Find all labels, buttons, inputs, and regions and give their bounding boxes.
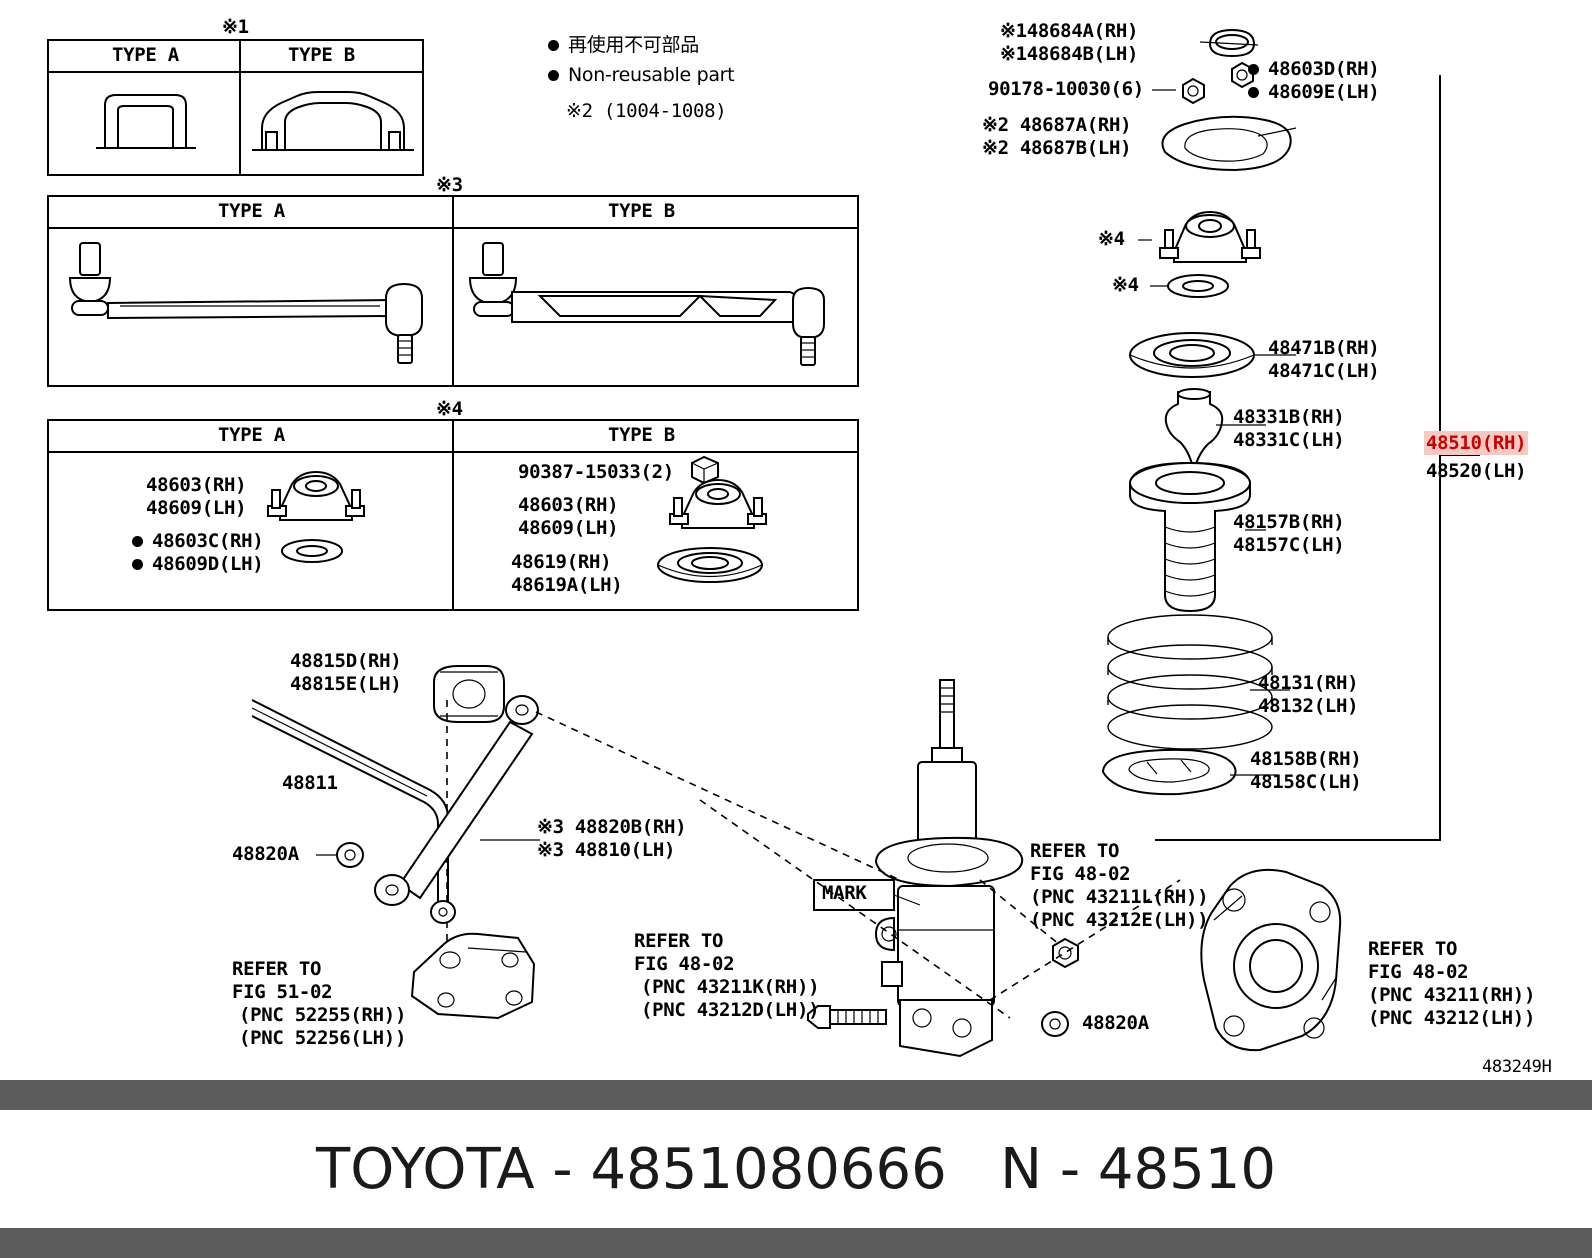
- refer-51-02-line3: (PNC 52255(RH)): [239, 1004, 407, 1026]
- table1-col-a: TYPE A: [112, 44, 179, 66]
- label-mark4-support: ※4: [1098, 228, 1125, 250]
- refer-48-02-r-line2: FIG 48-02: [1368, 961, 1469, 983]
- footer-gap: [947, 1137, 1000, 1202]
- t4-b-part2-1: 48619(RH): [511, 551, 612, 573]
- refer-51-02-line4: (PNC 52256(LH)): [239, 1027, 407, 1049]
- refer-48-02-l-line4: (PNC 43212E(LH)): [1030, 909, 1209, 931]
- brand-name: TOYOTA: [316, 1136, 535, 1202]
- label-48684b: ※148684B(LH): [1000, 43, 1139, 65]
- label-48811: 48811: [282, 772, 338, 794]
- label-mark4-washer: ※4: [1112, 274, 1139, 296]
- refer-48-02-k-line4: (PNC 43212D(LH)): [641, 999, 820, 1021]
- highlight-text: 48510(RH): [1424, 431, 1529, 455]
- footer-sep-2: -: [1042, 1136, 1098, 1202]
- label-48158c: 48158C(LH): [1250, 771, 1362, 793]
- label-48687b: ※2 48687B(LH): [982, 137, 1132, 159]
- label-48820b: ※3 48820B(RH): [537, 816, 687, 838]
- refer-51-02-line2: FIG 51-02: [232, 981, 333, 1003]
- table3-col-a: TYPE A: [218, 200, 285, 222]
- label-48510-highlight: 48510(RH): [1424, 431, 1529, 455]
- table1-col-b: TYPE B: [288, 44, 355, 66]
- label-48520: 48520(LH): [1426, 460, 1527, 482]
- footer-title: TOYOTA - 4851080666 N - 48510: [316, 1137, 1276, 1202]
- refer-48-02-r-line4: (PNC 43212(LH)): [1368, 1007, 1536, 1029]
- table4-col-a: TYPE A: [218, 424, 285, 446]
- nonreusable-bullet-icon: [132, 536, 143, 547]
- refer-48-02-l-line2: FIG 48-02: [1030, 863, 1131, 885]
- refer-48-02-k-line3: (PNC 43211K(RH)): [641, 976, 820, 998]
- refer-51-02-line1: REFER TO: [232, 958, 322, 980]
- label-48820a-mid: 48820A: [1082, 1012, 1149, 1034]
- label-48471b: 48471B(RH): [1268, 337, 1380, 359]
- table3-col-b: TYPE B: [608, 200, 675, 222]
- label-48687a: ※2 48687A(RH): [982, 114, 1132, 136]
- label-48471c: 48471C(LH): [1268, 360, 1380, 382]
- parts-diagram: .st{fill:none;stroke:#000;stroke-width:2…: [47, 16, 1552, 1077]
- nonreusable-bullet-icon: [132, 559, 143, 570]
- footer-title-bar: TOYOTA - 4851080666 N - 48510: [0, 1110, 1592, 1228]
- part-code: 48510: [1097, 1136, 1276, 1202]
- t4-b-part-1: 48603(RH): [518, 494, 619, 516]
- legend-note2: ※2 (1004-1008): [566, 100, 727, 122]
- nonreusable-bullet-icon: [548, 40, 559, 51]
- nonreusable-bullet-icon: [1248, 87, 1259, 98]
- legend-jp: 再使用不可部品: [548, 34, 699, 57]
- label-48815d: 48815D(RH): [290, 650, 402, 672]
- t4-a-nonreuse-2: 48609D(LH): [132, 553, 264, 576]
- table4-caption: ※4: [436, 398, 463, 420]
- t4-a-part-1: 48603(RH): [146, 474, 247, 496]
- t4-b-bolt: 90387-15033(2): [518, 461, 674, 483]
- refer-48-02-k-line2: FIG 48-02: [634, 953, 735, 975]
- label-48131: 48131(RH): [1258, 672, 1359, 694]
- part-number: 4851080666: [590, 1136, 947, 1202]
- part-prefix: N: [1000, 1136, 1043, 1202]
- diagram-vector-art: .st{fill:none;stroke:#000;stroke-width:2…: [47, 28, 1480, 1058]
- footer-sep-1: -: [534, 1136, 591, 1202]
- table1-caption: ※1: [222, 16, 249, 38]
- table3-caption: ※3: [436, 174, 463, 196]
- nonreusable-bullet-icon: [1248, 64, 1259, 75]
- label-48820a-left: 48820A: [232, 843, 299, 865]
- figure-id: 483249H: [1482, 1057, 1552, 1077]
- label-48609e: 48609E(LH): [1248, 81, 1380, 104]
- t4-a-nonreuse-1: 48603C(RH): [132, 530, 264, 553]
- refer-48-02-k-line1: REFER TO: [634, 930, 724, 952]
- label-48132: 48132(LH): [1258, 695, 1359, 717]
- label-48331b: 48331B(RH): [1233, 406, 1345, 428]
- label-48815e: 48815E(LH): [290, 673, 402, 695]
- refer-48-02-r-line3: (PNC 43211(RH)): [1368, 984, 1536, 1006]
- t4-b-part2-2: 48619A(LH): [511, 574, 623, 596]
- label-48157c: 48157C(LH): [1233, 534, 1345, 556]
- table4-col-b: TYPE B: [608, 424, 675, 446]
- label-48158b: 48158B(RH): [1250, 748, 1362, 770]
- label-48157b: 48157B(RH): [1233, 511, 1345, 533]
- refer-48-02-l-line1: REFER TO: [1030, 840, 1120, 862]
- label-90178: 90178-10030(6): [988, 78, 1144, 100]
- t4-b-part-2: 48609(LH): [518, 517, 619, 539]
- refer-48-02-l-line3: (PNC 43211L(RH)): [1030, 886, 1209, 908]
- label-48684a: ※148684A(RH): [1000, 20, 1139, 42]
- label-48331c: 48331C(LH): [1233, 429, 1345, 451]
- t4-a-part-2: 48609(LH): [146, 497, 247, 519]
- label-48603d: 48603D(RH): [1248, 58, 1380, 81]
- refer-48-02-r-line1: REFER TO: [1368, 938, 1458, 960]
- mark-box-label: MARK: [822, 882, 867, 904]
- label-48810: ※3 48810(LH): [537, 839, 676, 861]
- nonreusable-bullet-icon: [548, 70, 559, 81]
- legend-en: Non-reusable part: [548, 64, 735, 87]
